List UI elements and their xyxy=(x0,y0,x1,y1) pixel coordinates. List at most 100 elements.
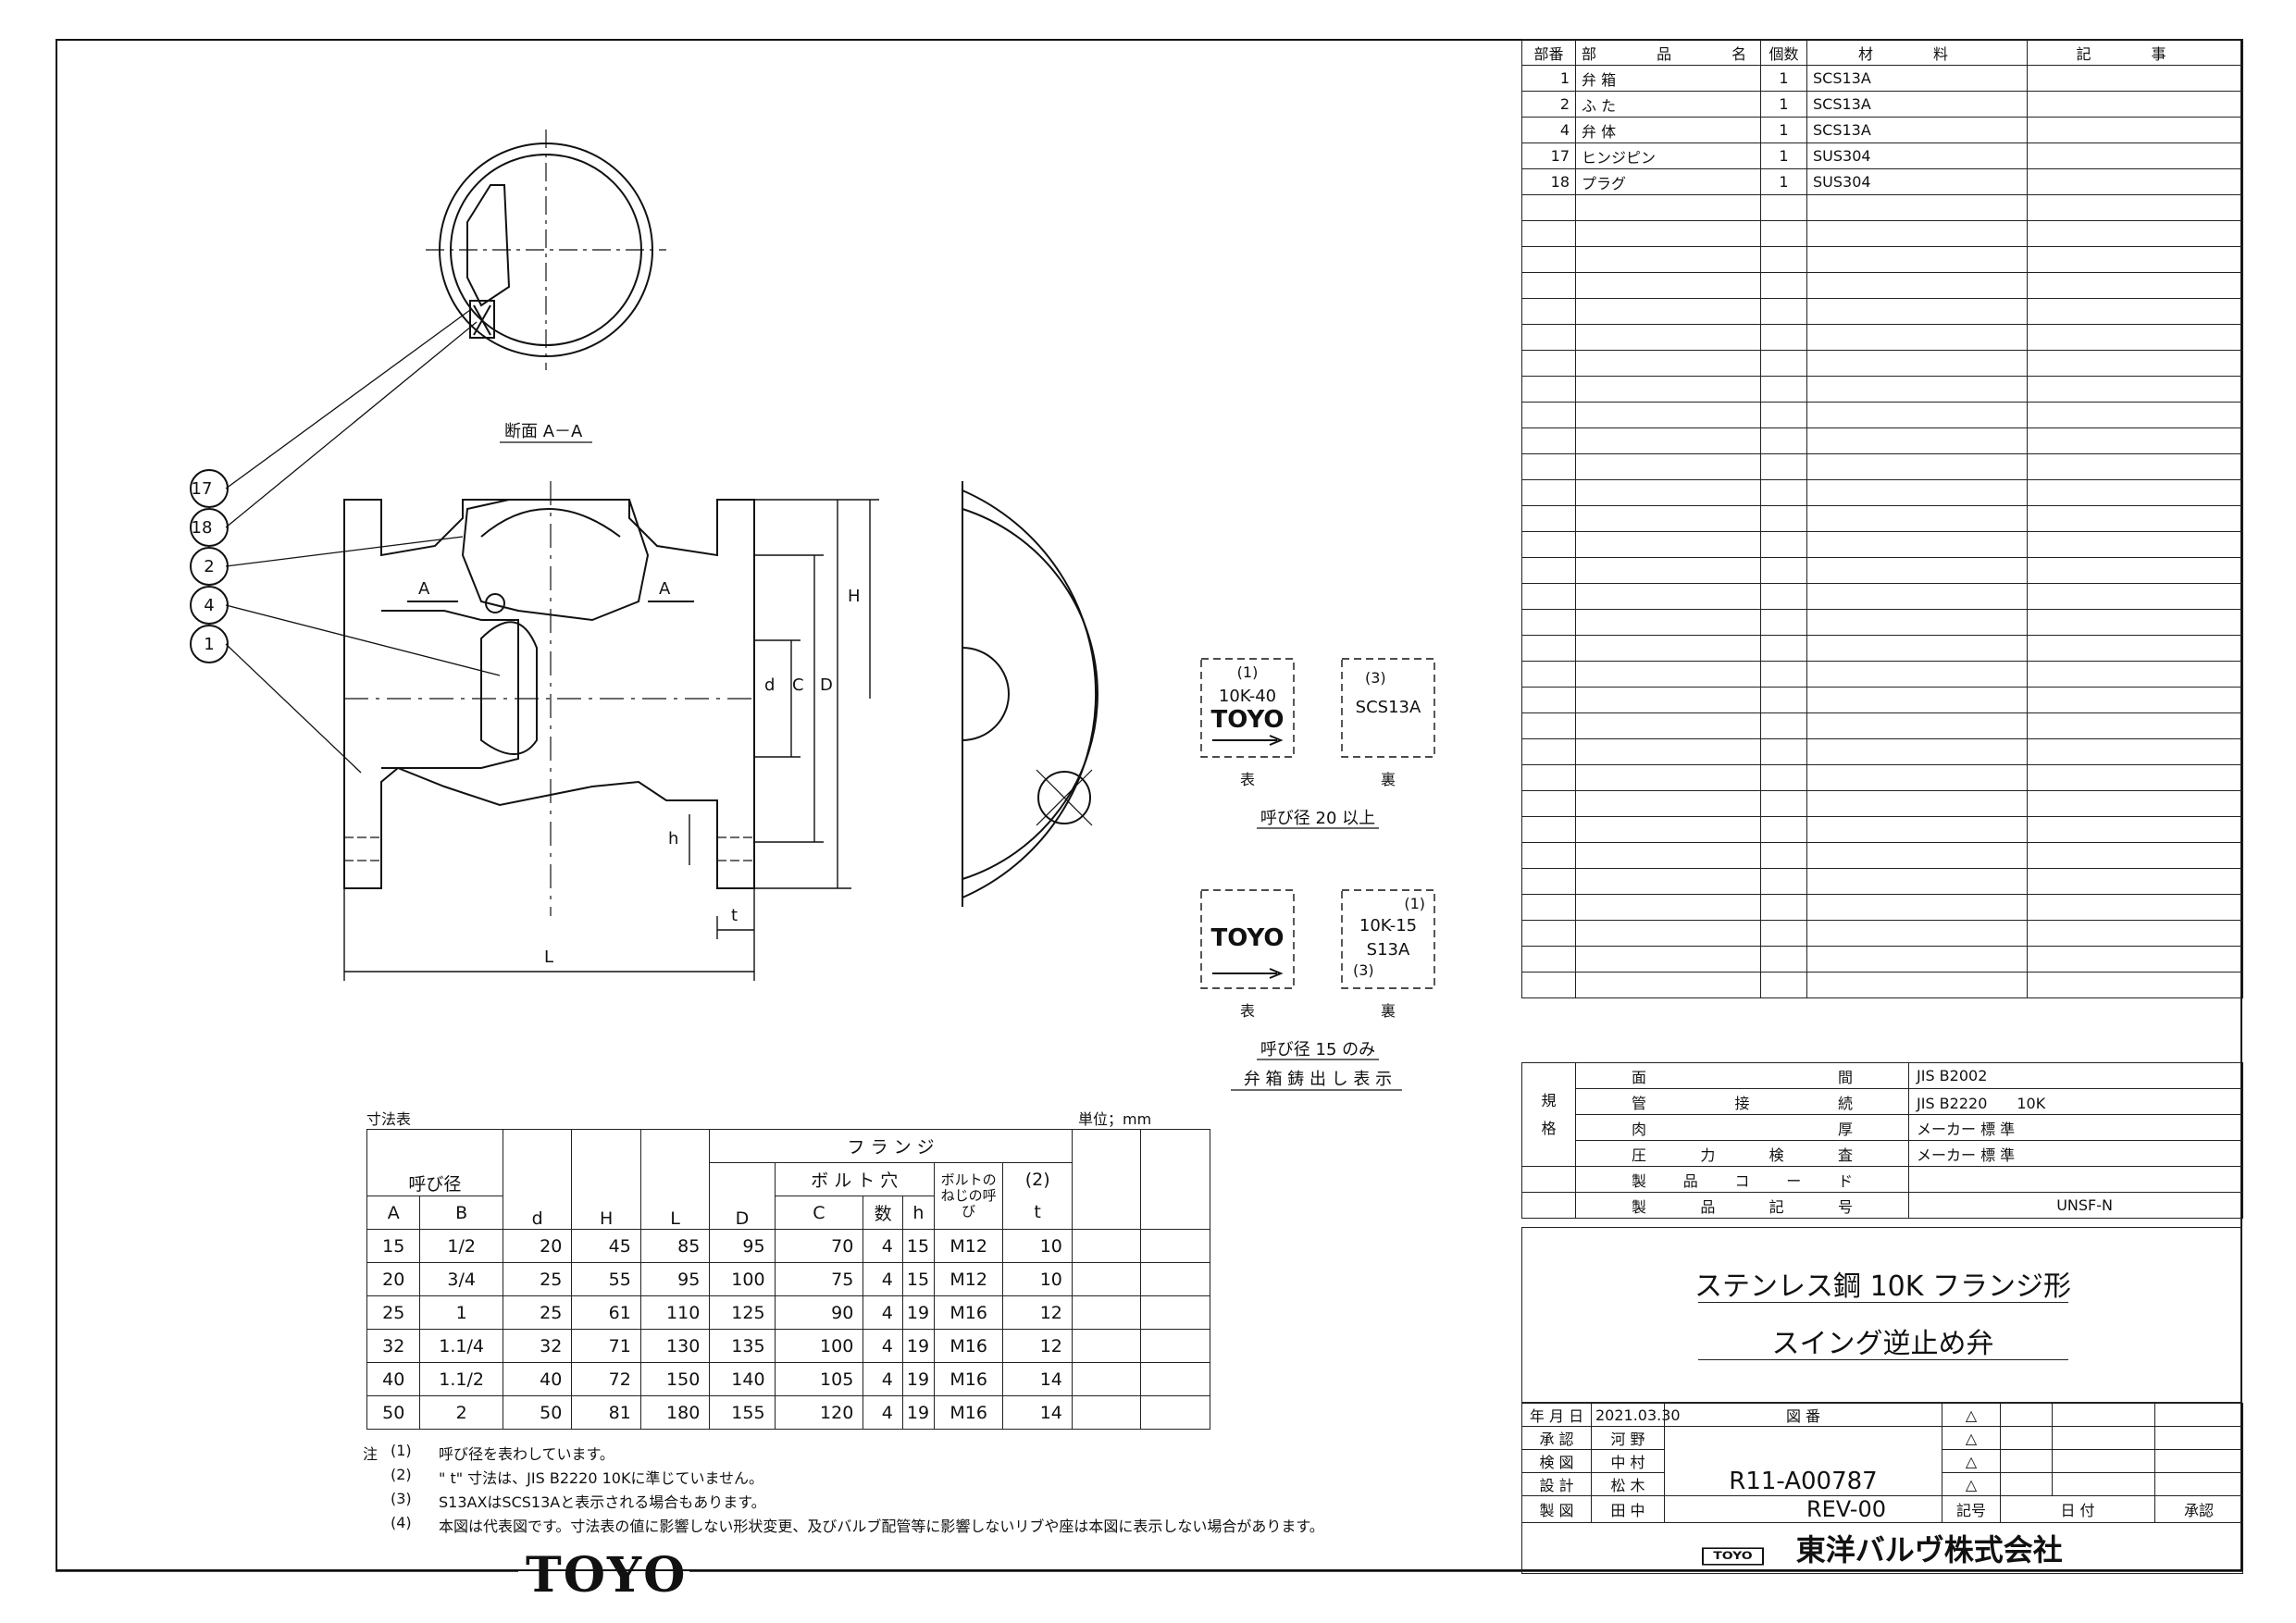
mark1-back-material: SCS13A xyxy=(1356,698,1421,717)
dim-table-title: 寸法表 xyxy=(366,1110,412,1128)
dim-cell: M12 xyxy=(933,1229,1004,1263)
note-text: " t" 寸法は、JIS B2220 10Kに準じていません。 xyxy=(439,1469,763,1487)
balloon-18: 18 xyxy=(192,518,213,538)
parts-cell-material: SCS13A xyxy=(1806,91,2028,118)
parts-cell-name: 弁 体 xyxy=(1575,117,1761,143)
dim-cell: 100 xyxy=(774,1329,864,1363)
dim-cell: 71 xyxy=(571,1329,641,1363)
dim-cell: 15 xyxy=(366,1229,421,1263)
dim-cell: 50 xyxy=(502,1395,573,1430)
parts-empty-row xyxy=(1521,427,2243,454)
dim-cell: M16 xyxy=(933,1329,1004,1363)
spec-row: 肉 厚メーカー 標 準 xyxy=(1522,1114,2243,1141)
mark1-back-caption: 裏 xyxy=(1381,771,1396,788)
dim-cell: 105 xyxy=(774,1362,864,1396)
mark2-back-note3: (3) xyxy=(1353,961,1374,979)
parts-empty-row xyxy=(1521,894,2243,921)
parts-cell-name: 弁 箱 xyxy=(1575,65,1761,92)
parts-empty-row xyxy=(1521,868,2243,895)
dim-cell: 1.1/2 xyxy=(419,1362,503,1396)
parts-empty-row xyxy=(1521,790,2243,817)
spec-label: 製 品 コ ー ド xyxy=(1575,1166,1909,1193)
dim-cell: 1/2 xyxy=(419,1229,503,1263)
mark2-caption: 呼び径 15 のみ xyxy=(1260,1040,1375,1059)
parts-empty-row xyxy=(1521,946,2243,973)
dim-cell: 81 xyxy=(571,1395,641,1430)
dim-cell: 15 xyxy=(901,1229,935,1263)
parts-cell-remarks xyxy=(2027,117,2243,143)
dim-cell: M16 xyxy=(933,1362,1004,1396)
bottom-logo: TOYO xyxy=(526,1547,688,1604)
spec-row: 製 品 コ ー ド xyxy=(1521,1166,2243,1193)
parts-empty-row xyxy=(1521,324,2243,351)
spec-side-label: 規格 xyxy=(1521,1062,1576,1167)
parts-cell-no: 4 xyxy=(1521,117,1576,143)
parts-empty-row xyxy=(1521,609,2243,636)
dim-cell: 72 xyxy=(571,1362,641,1396)
date-value: 2021.03.30 xyxy=(1591,1403,1681,1427)
dim-cell: 4 xyxy=(863,1229,903,1263)
parts-cell-qty: 1 xyxy=(1760,117,1807,143)
spec-row: 圧 力 検 査メーカー 標 準 xyxy=(1522,1140,2243,1167)
dim-cell: 4 xyxy=(863,1262,903,1296)
dim-cell: 25 xyxy=(502,1262,573,1296)
parts-empty-row xyxy=(1521,712,2243,739)
parts-cell-material: SUS304 xyxy=(1806,142,2028,169)
dim-cell: 100 xyxy=(709,1262,776,1296)
parts-cell-qty: 1 xyxy=(1760,168,1807,195)
mark1-caption: 呼び径 20 以上 xyxy=(1260,809,1375,828)
parts-empty-row xyxy=(1521,402,2243,428)
dim-cell: 1 xyxy=(419,1295,503,1330)
parts-empty-row xyxy=(1521,920,2243,947)
dim-cell: 61 xyxy=(571,1295,641,1330)
parts-empty-row xyxy=(1521,220,2243,247)
name-design: 松 木 xyxy=(1591,1472,1665,1496)
dim-cell: 40 xyxy=(366,1362,421,1396)
dim-cell: M16 xyxy=(933,1395,1004,1430)
dim-cell: 10 xyxy=(1002,1262,1073,1296)
parts-cell-remarks xyxy=(2027,168,2243,195)
parts-header-remarks: 記 事 xyxy=(2027,39,2243,66)
parts-empty-row xyxy=(1521,350,2243,377)
dimension-table: 呼び径 d H L フ ラ ン ジ D ボ ル ト 穴 ボルトのねじの呼び (2… xyxy=(366,1129,1210,1430)
mark1-front-rating: 10K-40 xyxy=(1219,687,1276,706)
mark2-back-note1: (1) xyxy=(1404,895,1425,912)
parts-cell-name: ヒンジピン xyxy=(1575,142,1761,169)
role-design: 設 計 xyxy=(1521,1472,1592,1496)
rev-triangle-2: △ xyxy=(1942,1426,2001,1450)
spec-side-2: 格 xyxy=(1541,1119,1557,1137)
mark1-front-brand: TOYO xyxy=(1211,706,1285,734)
dim-cell: 95 xyxy=(709,1229,776,1263)
rev-triangle-3: △ xyxy=(1942,1449,2001,1473)
company-logo: TOYO xyxy=(1702,1547,1764,1566)
dim-cell: 25 xyxy=(502,1295,573,1330)
dim-cell: 120 xyxy=(774,1395,864,1430)
note-number: (1) xyxy=(391,1442,412,1459)
nominal-header: 呼び径 xyxy=(366,1129,503,1196)
dim-cell: 25 xyxy=(366,1295,421,1330)
parts-cell-remarks xyxy=(2027,65,2243,92)
dim-cell: 50 xyxy=(366,1395,421,1430)
mark2-back-rating: 10K-15 xyxy=(1359,916,1417,935)
valve-body-outline xyxy=(343,499,755,889)
spec-value xyxy=(1908,1166,2243,1193)
col-d: d xyxy=(502,1129,573,1230)
dim-cell: 4 xyxy=(863,1329,903,1363)
col-t: t xyxy=(1002,1196,1073,1230)
parts-empty-row xyxy=(1521,842,2243,869)
parts-header-row: 部番 部 品 名 個数 材 料 記 事 xyxy=(1521,39,2243,66)
dim-cell: 32 xyxy=(366,1329,421,1363)
dim-cell: M12 xyxy=(933,1262,1004,1296)
mark2-front-caption: 表 xyxy=(1240,1002,1255,1020)
dim-cell: 140 xyxy=(709,1362,776,1396)
dim-cell: 180 xyxy=(639,1395,711,1430)
parts-header-qty: 個数 xyxy=(1760,39,1807,66)
col-A: A xyxy=(366,1196,421,1230)
dim-cell: 3/4 xyxy=(419,1262,503,1296)
